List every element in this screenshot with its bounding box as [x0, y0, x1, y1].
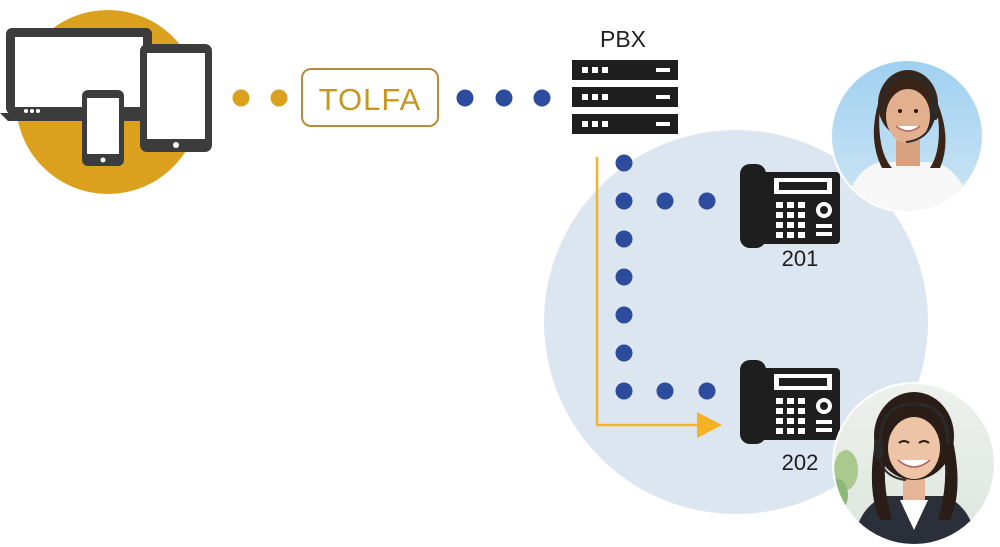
connector-dot [533, 89, 551, 107]
connector-dot [232, 89, 250, 107]
call-forward-arrow [595, 157, 722, 438]
connector-dot [270, 89, 288, 107]
laptop-tablet-phone-icon [0, 28, 212, 166]
server-rack-icon [572, 60, 678, 134]
connector-dot [456, 89, 474, 107]
tolfa-node: TOLFA [301, 68, 439, 127]
desk-phone-icon [740, 164, 840, 248]
operator-avatar-icon [830, 59, 984, 213]
extension-201-label: 201 [782, 246, 819, 271]
desk-phone-icon [740, 360, 840, 444]
tolfa-label: TOLFA [319, 82, 422, 117]
connector-dot [495, 89, 513, 107]
pbx-label: PBX [600, 26, 646, 52]
operator-avatar-icon [832, 382, 996, 546]
extension-202-label: 202 [782, 450, 819, 475]
internal-line-dots [615, 154, 716, 400]
